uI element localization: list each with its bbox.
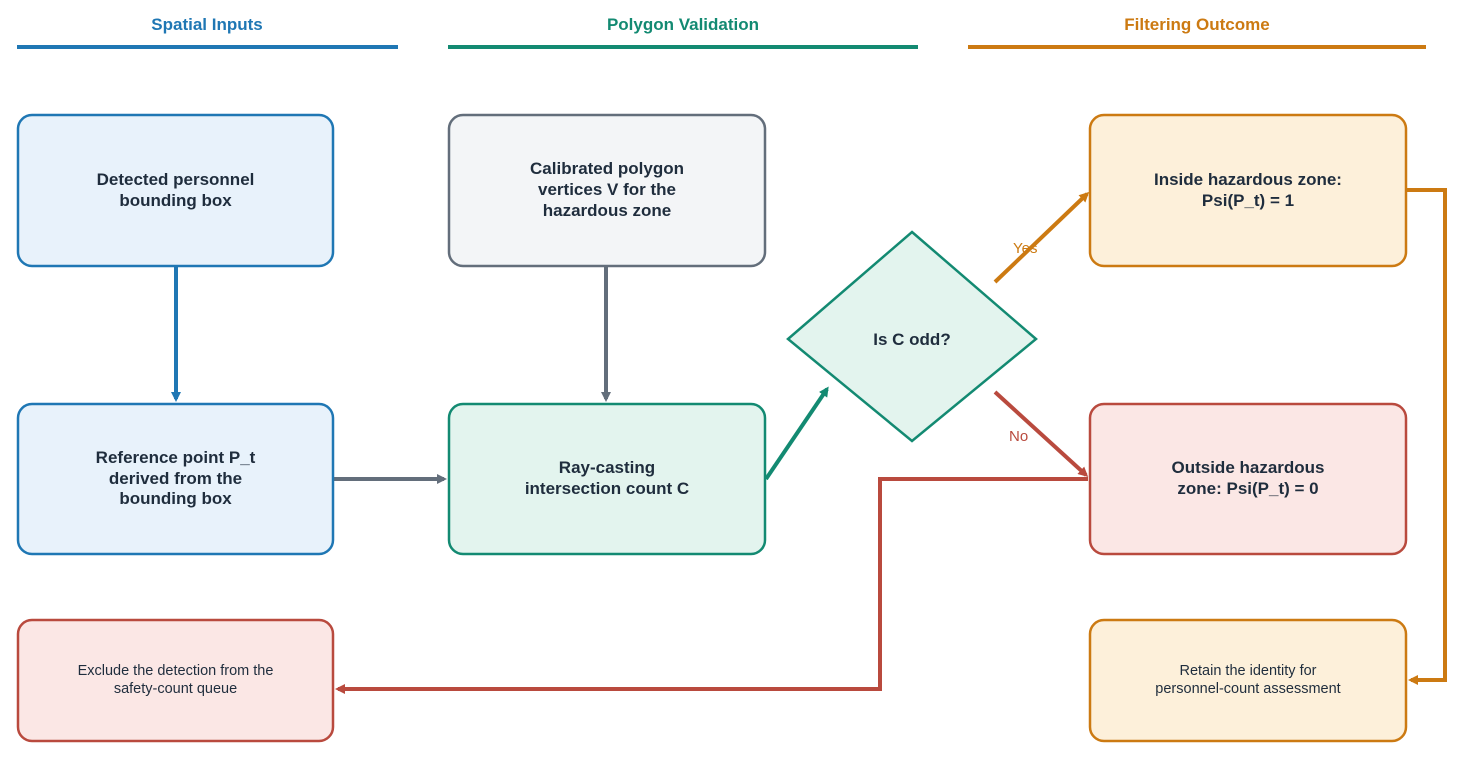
node-exclude-box: [16, 618, 335, 743]
node-ray-cast-box: [447, 402, 767, 556]
node-decision-label: Is C odd?: [873, 329, 951, 349]
edge-decision-yes: [993, 191, 1090, 284]
node-bbox-box: [16, 113, 335, 268]
node-ref-point-box: [16, 402, 335, 556]
lane-title-spatial-inputs: Spatial Inputs: [151, 15, 262, 34]
node-exclude-label: Exclude the detection from the safety-co…: [77, 662, 274, 697]
node-retain-box: [1088, 618, 1408, 743]
node-inside-label: Inside hazardous zone: Psi(P_t) = 1: [1154, 169, 1342, 210]
node-ray-cast-label: Ray-casting intersection count C: [524, 458, 690, 498]
node-outside-box: [1088, 402, 1408, 556]
node-outside-label: Outside hazardous zone: Psi(P_t) = 0: [1171, 458, 1325, 498]
edge-label-yes: Yes: [1013, 240, 1037, 257]
lane-title-filtering-outcome: Filtering Outcome: [1124, 15, 1269, 34]
node-inside-box: [1088, 113, 1408, 268]
edge-outside-to-exclude: [335, 477, 1088, 694]
edge-ray-cast-to-decision: [764, 386, 829, 481]
node-bbox-label: Detected personnel bounding box: [96, 169, 255, 210]
edge-label-no: No: [1009, 428, 1028, 445]
edge-inside-to-retain: [1406, 188, 1447, 685]
node-polygon-box: [447, 113, 767, 268]
node-ref-point-label: Reference point P_t derived from the bou…: [95, 447, 256, 509]
node-decision-diamond: [786, 230, 1038, 443]
node-polygon-label: Calibrated polygon vertices V for the ha…: [530, 159, 684, 220]
edge-decision-no: [993, 390, 1089, 478]
node-retain-label: Retain the identity for personnel-count …: [1155, 662, 1341, 697]
lane-title-polygon-validation: Polygon Validation: [607, 15, 759, 34]
